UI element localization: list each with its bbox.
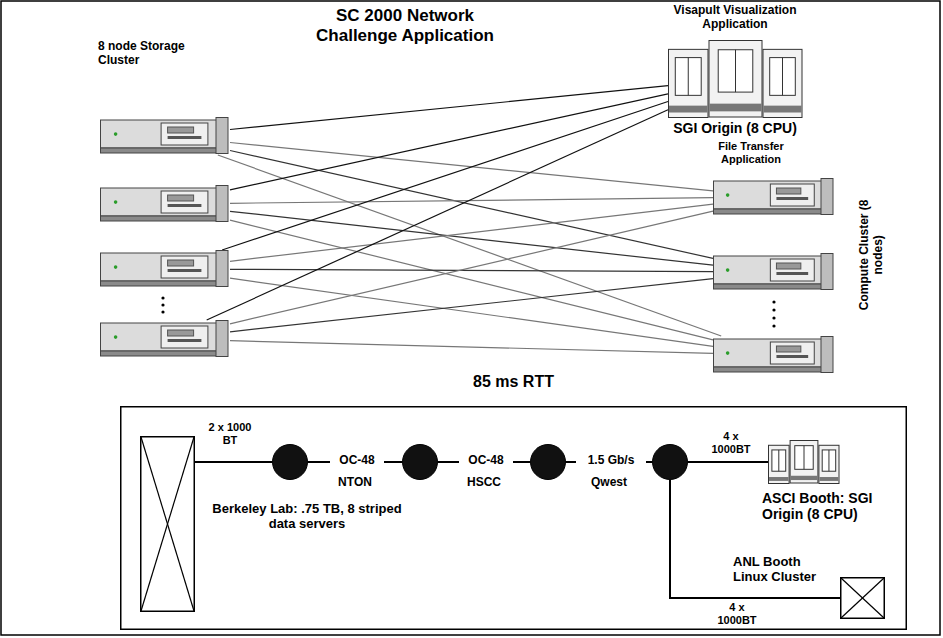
supercomputer-icon-outline	[668, 40, 803, 118]
server-icon	[100, 250, 230, 288]
node-heading: Visapult Visualization Application	[660, 4, 810, 32]
data-stream-line	[230, 94, 668, 190]
network-label: HSCC	[459, 476, 509, 490]
data-stream-line	[207, 110, 668, 320]
router-node	[272, 444, 308, 480]
supercomputer-icon: ASCI Booth: SGI Origin (8 CPU)	[768, 440, 840, 484]
server-icon-outline	[713, 253, 835, 291]
host-box-outline	[140, 436, 195, 612]
diagram-title: SC 2000 Network Challenge Application	[305, 6, 505, 45]
network-label: Berkeley Lab: .75 TB, 8 striped data ser…	[207, 502, 407, 532]
network-link	[195, 461, 272, 463]
data-stream-line	[230, 220, 713, 340]
router-node-outline	[530, 444, 566, 480]
link-label: 4 x 1000BT	[706, 430, 756, 455]
link-label: OC-48	[459, 454, 513, 468]
server-icon: File Transfer Application	[713, 178, 835, 216]
host-box	[140, 436, 195, 612]
network-label: Qwest	[584, 476, 634, 490]
link-label: 4 x 1000BT	[712, 601, 762, 626]
supercomputer-icon-outline	[768, 440, 840, 484]
data-stream-line	[230, 269, 713, 271]
data-stream-line	[230, 341, 713, 354]
link-label: 2 x 1000 BT	[203, 421, 257, 446]
data-stream-line	[230, 279, 713, 332]
data-stream-line	[222, 102, 668, 251]
data-stream-line	[230, 211, 713, 324]
server-icon	[713, 253, 835, 291]
data-stream-line	[230, 278, 713, 346]
server-icon-outline	[100, 117, 230, 155]
server-icon	[713, 336, 835, 374]
link-label: OC-48	[330, 454, 384, 468]
router-node-outline	[272, 444, 308, 480]
link-label: 1.5 Gb/s	[576, 454, 646, 468]
group-label: Compute Cluster (8 nodes)	[858, 195, 886, 315]
node-label: File Transfer Application	[711, 140, 791, 165]
data-stream-line	[218, 155, 721, 336]
server-icon	[100, 320, 230, 358]
router-node	[530, 444, 566, 480]
server-icon: 8 node Storage Cluster	[100, 117, 230, 155]
node-label: 8 node Storage Cluster	[98, 40, 193, 68]
router-node-outline	[402, 444, 438, 480]
server-icon-outline	[100, 185, 230, 223]
server-icon-outline	[713, 178, 835, 216]
supercomputer-icon: Visapult Visualization ApplicationSGI Or…	[668, 40, 803, 118]
node-label: ANL Booth Linux Cluster	[733, 555, 837, 585]
network-link	[688, 461, 768, 463]
host-box: ANL Booth Linux Cluster	[840, 577, 885, 619]
host-box-outline	[840, 577, 885, 619]
router-node	[402, 444, 438, 480]
server-icon-outline	[100, 320, 230, 358]
node-label: SGI Origin (8 CPU)	[660, 120, 810, 136]
router-node	[652, 444, 688, 480]
server-icon-outline	[713, 336, 835, 374]
server-icon	[100, 185, 230, 223]
data-stream-line	[230, 198, 713, 204]
server-icon-outline	[100, 250, 230, 288]
data-stream-line	[230, 204, 713, 261]
router-node-outline	[652, 444, 688, 480]
network-label: NTON	[330, 476, 380, 490]
node-label: ASCI Booth: SGI Origin (8 CPU)	[762, 490, 912, 522]
node-label: 85 ms RTT	[420, 373, 607, 391]
